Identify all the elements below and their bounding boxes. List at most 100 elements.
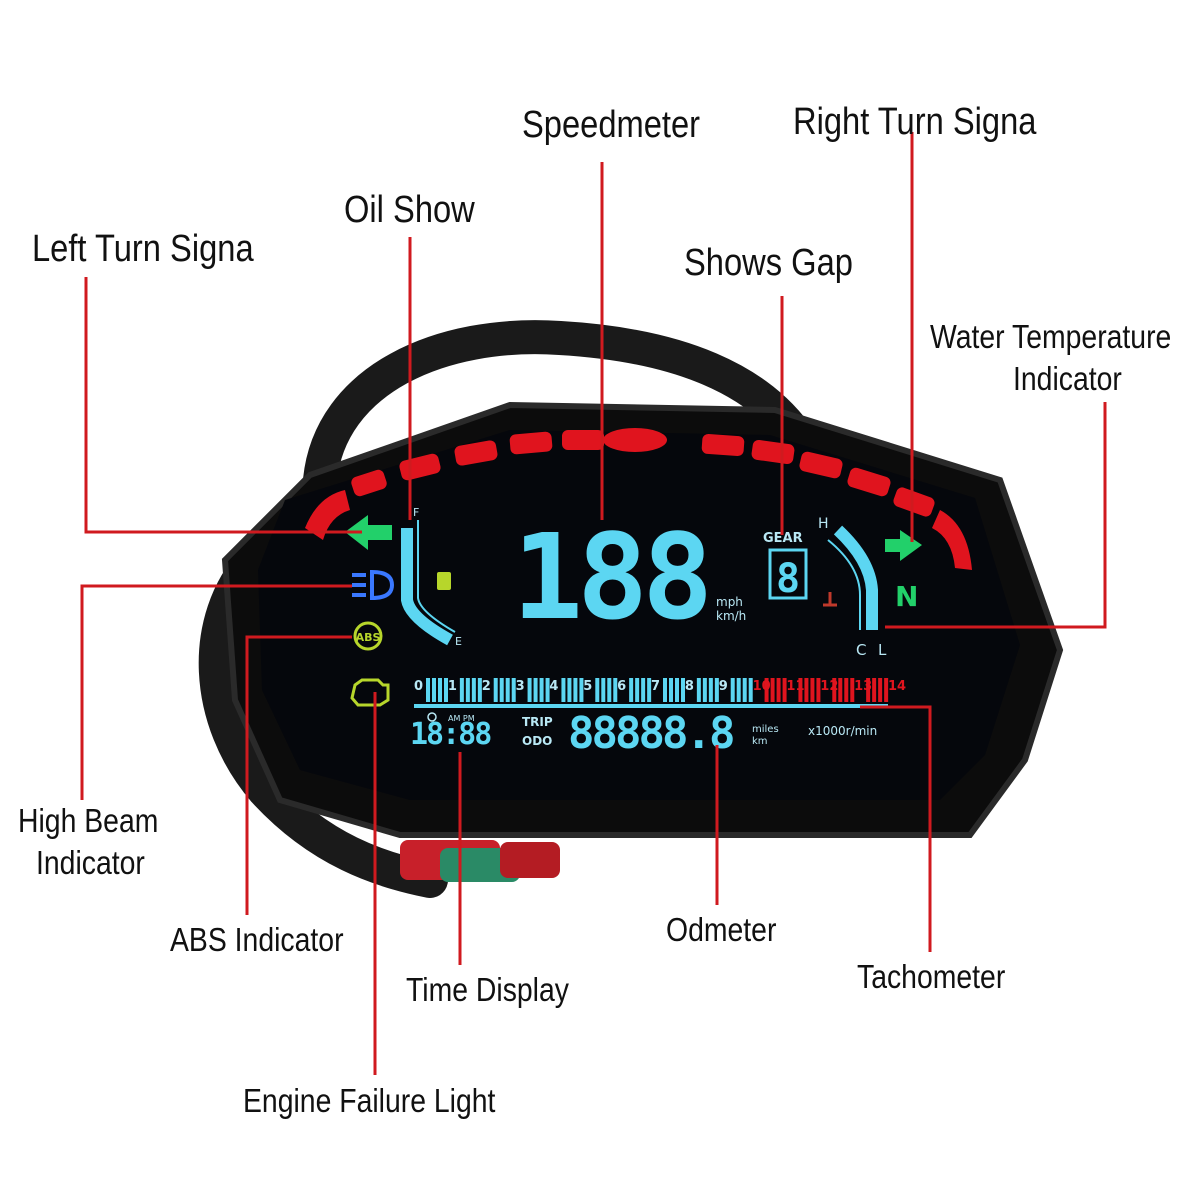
tachometer-label: Tachometer	[857, 958, 1006, 995]
tach-tick-label: 2	[482, 679, 491, 694]
tach-segment	[641, 678, 646, 702]
rpm-unit-label: x1000r/min	[808, 724, 877, 738]
tach-segment	[465, 678, 470, 702]
tach-segment	[844, 678, 849, 702]
tach-segment	[595, 678, 600, 702]
tach-segment	[884, 678, 889, 702]
tach-segment	[736, 678, 741, 702]
tach-segment	[708, 678, 713, 702]
fuel-pump-icon	[437, 572, 451, 590]
tach-segment	[573, 678, 578, 702]
tach-tick-label: 4	[549, 679, 558, 694]
tach-segment	[669, 678, 673, 702]
tach-segment	[681, 678, 685, 702]
high-beam-leader	[80, 584, 352, 800]
callout-lines	[80, 132, 1107, 1075]
speed-units-mph: mph	[716, 595, 743, 609]
oil-show-label: Oil Show	[344, 189, 475, 231]
gear-label: GEAR	[763, 531, 803, 546]
tach-segment	[647, 678, 652, 702]
tach-segment	[629, 678, 634, 702]
fuel-gauge: F E	[401, 506, 462, 648]
odometer-readout: 88888.8	[568, 708, 733, 759]
tach-segment	[872, 678, 877, 702]
tach-segment	[742, 678, 747, 702]
tach-tick-label: 3	[516, 679, 525, 694]
tach-baseline	[414, 704, 888, 708]
tach-segment	[432, 678, 436, 702]
tach-segment	[782, 678, 787, 702]
tach-segment	[499, 678, 504, 702]
engine-failure-light-label: Engine Failure Light	[243, 1082, 496, 1119]
high-beam-icon	[352, 569, 395, 601]
tach-segment	[635, 678, 640, 702]
right-turn-arrow-icon	[885, 530, 922, 561]
shows-gap-label: Shows Gap	[684, 242, 853, 284]
water-temperature-label-line2: Indicator	[1013, 360, 1122, 397]
left-turn-signal-label: Left Turn Signa	[32, 228, 254, 270]
tach-segment	[675, 678, 679, 702]
tach-segment	[764, 678, 769, 702]
clock-icon	[427, 712, 437, 722]
abs-leader	[245, 635, 352, 915]
tach-segment	[770, 678, 775, 702]
gear-value: 8	[776, 556, 800, 602]
tach-tick-label: 1	[448, 679, 457, 694]
tach-tick-label: 8	[685, 679, 694, 694]
right-turn-signal-label: Right Turn Signa	[793, 101, 1037, 143]
tach-segment	[850, 678, 855, 702]
tachometer-leader	[860, 705, 932, 952]
wiring-harness	[303, 320, 817, 497]
tach-segment	[493, 678, 498, 702]
tach-segment	[798, 678, 803, 702]
tach-segment	[776, 678, 781, 702]
fuel-f-label: F	[413, 506, 419, 519]
gear-indicator: GEAR 8	[763, 531, 808, 602]
tach-segment	[601, 678, 606, 702]
tach-tick-label: 6	[617, 679, 626, 694]
water-temperature-gauge: H C L	[818, 516, 887, 659]
neutral-indicator: N	[895, 580, 918, 613]
tach-segment	[702, 678, 707, 702]
tach-segment	[511, 678, 516, 702]
tach-segment	[663, 678, 667, 702]
tach-segment	[816, 678, 821, 702]
temp-c-label: C	[856, 641, 866, 659]
tach-segment	[866, 678, 871, 702]
tach-segment	[696, 678, 701, 702]
tach-segment	[613, 678, 618, 702]
coolant-icon	[823, 592, 837, 607]
time-readout: 18:88	[410, 717, 491, 752]
tach-segment	[545, 678, 550, 702]
abs-icon: ABS	[353, 621, 383, 651]
svg-text:ABS: ABS	[356, 631, 381, 644]
tach-segment	[527, 678, 532, 702]
tach-segment	[561, 678, 566, 702]
tach-segment	[878, 678, 883, 702]
tach-segment	[539, 678, 544, 702]
left-turn-leader	[84, 277, 362, 534]
trip-label: TRIP	[522, 715, 553, 729]
tach-segment	[471, 678, 476, 702]
time-display-label: Time Display	[406, 971, 569, 1008]
high-beam-label-line1: High Beam	[18, 802, 159, 839]
tach-segment	[579, 678, 584, 702]
high-beam-label-line2: Indicator	[36, 844, 145, 881]
tach-segment	[714, 678, 719, 702]
abs-indicator-label: ABS Indicator	[170, 921, 344, 958]
tach-tick-label: 0	[414, 679, 423, 694]
tach-segment	[459, 678, 464, 702]
odo-units-km: km	[752, 736, 768, 747]
speedometer-label: Speedmeter	[522, 104, 701, 146]
tach-segment	[567, 678, 572, 702]
odometer-label: Odmeter	[666, 911, 777, 948]
speed-readout: 188	[512, 508, 707, 646]
fuel-l-label: L	[878, 641, 887, 659]
water-temperature-label-line1: Water Temperature	[930, 318, 1172, 355]
tach-segment	[730, 678, 735, 702]
tach-segment	[832, 678, 837, 702]
tach-tick-label: 5	[583, 679, 592, 694]
tach-segment	[838, 678, 843, 702]
